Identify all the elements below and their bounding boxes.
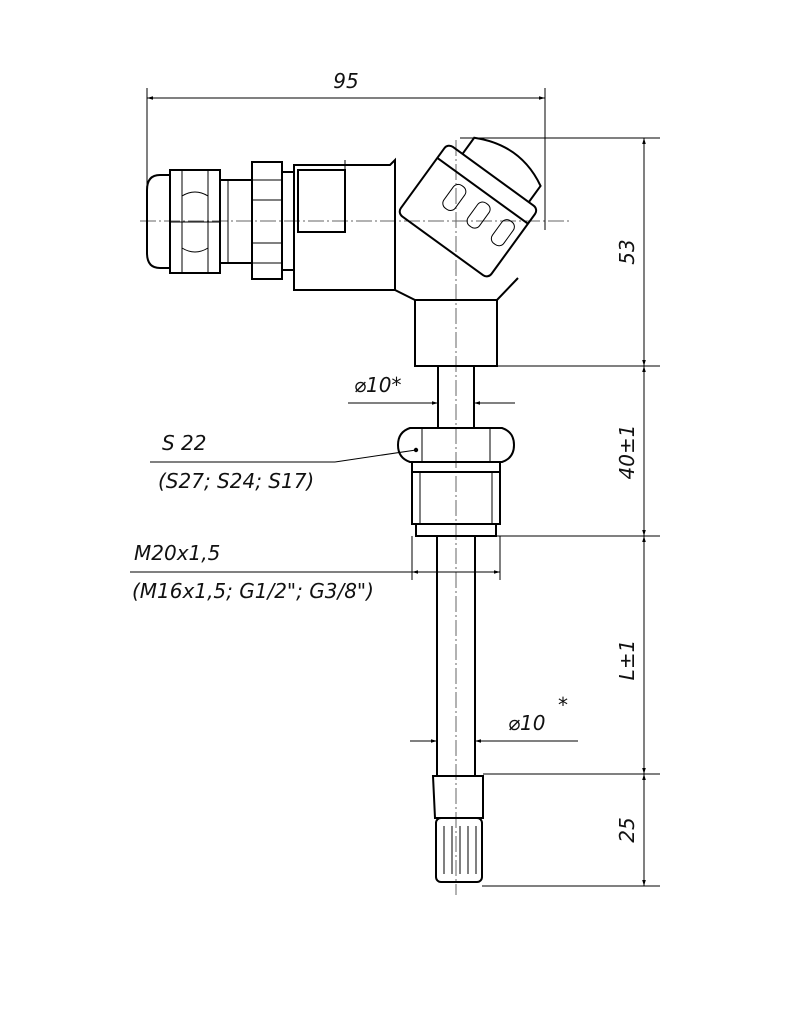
dim-head-height-label: 53 — [615, 239, 639, 264]
callout-wrench-size: S 22 — [162, 431, 207, 455]
fitting-hex — [396, 427, 516, 463]
head-cover — [398, 136, 542, 278]
dim-stem-diameter-label: ⌀10 — [508, 711, 546, 735]
dim-stem-diameter: ⌀10 * — [410, 693, 578, 743]
callout-thread: M20x1,5 (M16x1,5; G1/2"; G3/8") — [130, 536, 501, 603]
dim-overall-width: 95 — [146, 69, 546, 230]
dim-vertical-chain: 53 40±1 L±1 25 — [460, 137, 660, 887]
callout-wrench-options: (S27; S24; S17) — [158, 469, 314, 493]
callout-thread-size: M20x1,5 — [134, 541, 220, 565]
callout-wrench: S 22 (S27; S24; S17) — [150, 431, 417, 493]
fitting — [396, 427, 516, 537]
dim-tip-length-label: 25 — [615, 817, 639, 842]
dim-neck-diameter: ⌀10* — [348, 373, 515, 405]
dim-stem-length-label: L±1 — [615, 640, 639, 681]
cable-gland — [146, 161, 295, 280]
dim-neck-diameter-label: ⌀10* — [354, 373, 402, 397]
probe-tip-perforated — [435, 817, 483, 883]
head-boss — [297, 169, 346, 233]
terminal-head — [293, 136, 542, 301]
dim-stem-diameter-mark: * — [558, 693, 568, 717]
dim-fitting-length-label: 40±1 — [615, 425, 639, 480]
probe-tip-body — [431, 775, 484, 819]
head-housing — [293, 157, 396, 291]
gland-dome — [146, 174, 171, 269]
probe — [431, 535, 484, 883]
callout-thread-options: (M16x1,5; G1/2"; G3/8") — [132, 579, 374, 603]
center-lines — [140, 140, 570, 895]
dim-overall-width-label: 95 — [333, 69, 358, 93]
